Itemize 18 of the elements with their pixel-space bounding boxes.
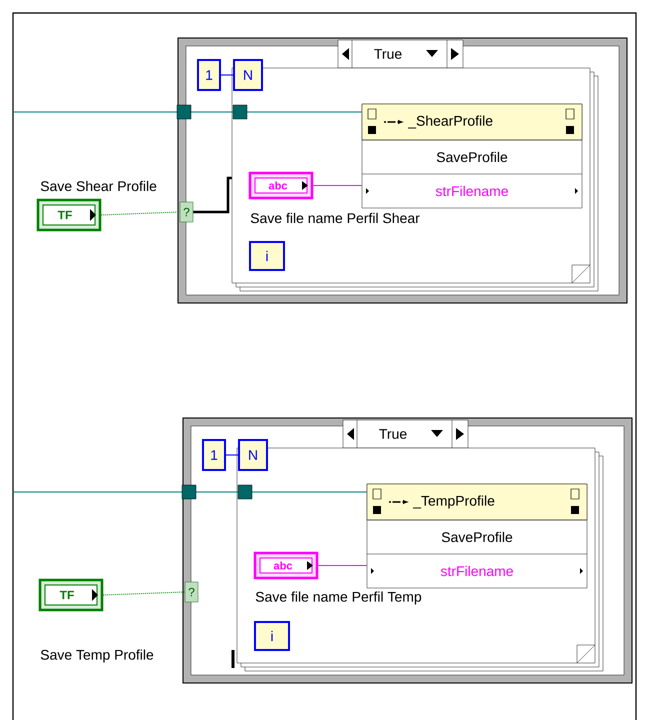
case-selector: ? <box>180 202 194 222</box>
invoke-node: _ShearProfile SaveProfile strFilename <box>362 104 582 208</box>
node-label: Save Temp Profile <box>40 649 154 663</box>
iteration-terminal: i <box>249 241 285 271</box>
case-selector: ? <box>184 582 198 602</box>
numeric-constant: 1 <box>197 59 221 91</box>
count-terminal: N <box>238 439 268 471</box>
count-terminal: N <box>233 59 263 91</box>
invoke-node: _TempProfile SaveProfile strFilename <box>366 484 588 588</box>
node-label: Save file name Perfil Shear <box>250 212 420 224</box>
iteration-terminal: i <box>254 621 290 651</box>
string-constant: abc <box>248 172 314 200</box>
numeric-constant: 1 <box>202 439 226 471</box>
node-label: Save Shear Profile <box>40 180 156 192</box>
string-constant: abc <box>254 552 318 580</box>
boolean-control: TF <box>36 198 102 232</box>
boolean-control: TF <box>38 578 104 612</box>
node-label: Save file name Perfil Temp <box>256 591 422 605</box>
